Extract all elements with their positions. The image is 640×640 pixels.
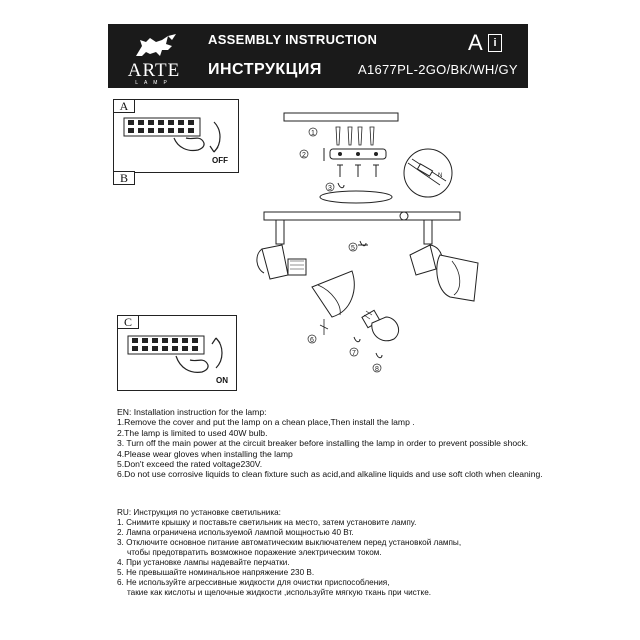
panel-a: A OFF [113,99,239,173]
brand-logo: ARTE LAMP [122,30,186,86]
instruction-line: 3. Отключите основное питание автоматиче… [117,538,462,547]
step-number: 8 [375,366,379,373]
header-bar: ARTE LAMP ASSEMBLY INSTRUCTION ИНСТРУКЦИ… [108,24,528,88]
bulb-icon [361,309,399,342]
step-number: 7 [352,350,356,357]
wall-anchor-icon [335,126,375,146]
step-number: 2 [302,152,306,159]
instructions-en: EN: Installation instruction for the lam… [117,407,543,480]
instructions-en-heading: EN: Installation instruction for the lam… [117,407,267,417]
section-letter: A [468,30,483,55]
screw-icon [337,164,379,177]
mounting-bar-icon [323,148,387,161]
ceiling-mount-plate-icon [283,112,399,122]
instruction-line: чтобы предотвратить возможное поражение … [127,548,382,557]
instruction-line: 2.The lamp is limited to used 40W bulb. [117,427,268,438]
panel-c: C ON [117,315,237,391]
instruction-line: 2. Лампа ограничена используемой лампой … [117,528,354,537]
instruction-line: 1.Remove the cover and put the lamp on a… [117,417,415,428]
wire-label: N [438,173,442,179]
griffin-logo-icon [136,34,176,56]
instruction-line: 5. Не превышайте номинальное напряжение … [117,568,315,577]
step-number: 6 [310,337,314,344]
title-ru: ИНСТРУКЦИЯ [208,61,322,78]
instructions-ru-heading: RU: Инструкция по установке светильника: [117,508,281,517]
instruction-line: 4. При установке лампы надевайте перчатк… [117,558,290,567]
title-en: ASSEMBLY INSTRUCTION [208,32,378,47]
panel-c-label: ON [216,376,228,385]
instructions-ru: RU: Инструкция по установке светильника:… [117,508,461,598]
instruction-line: 6. Не используйте агрессивные жидкости д… [117,578,390,587]
assembly-diagram: N 1 2 3 5 6 7 [256,112,479,373]
terminal-block-icon [123,117,221,153]
brand-subtitle: LAMP [135,80,173,86]
model-number: A1677PL-2GO/BK/WH/GY [358,62,518,77]
instruction-line: 3. Turn off the main power at the circui… [117,438,529,449]
instruction-line: такие как кислоты и щелочные жидкости ,и… [127,588,432,597]
spotlight-head-icon [256,219,355,318]
terminal-block-icon [127,335,223,373]
step-number: 1 [311,130,315,137]
info-icon: i [488,34,502,52]
instruction-line: 4.Please wear gloves when installing the… [117,448,293,459]
brand-name: ARTE [127,60,181,81]
instruction-line: 1. Снимите крышку и поставьте светильник… [117,518,417,527]
instruction-line: 5.Don't exceed the rated voltage230V. [117,459,263,470]
spotlight-head-icon [409,219,479,302]
panel-a-label: OFF [212,156,228,165]
wire-connector-inset: N [403,148,453,198]
step-number: 5 [351,245,355,252]
panel-b-tag: B [113,171,135,185]
step-number: 3 [328,185,332,192]
panel-a-tag: A [114,100,135,113]
instruction-line: 6.Do not use corrosive liquids to clean … [117,469,543,480]
panel-c-tag: C [118,316,139,329]
